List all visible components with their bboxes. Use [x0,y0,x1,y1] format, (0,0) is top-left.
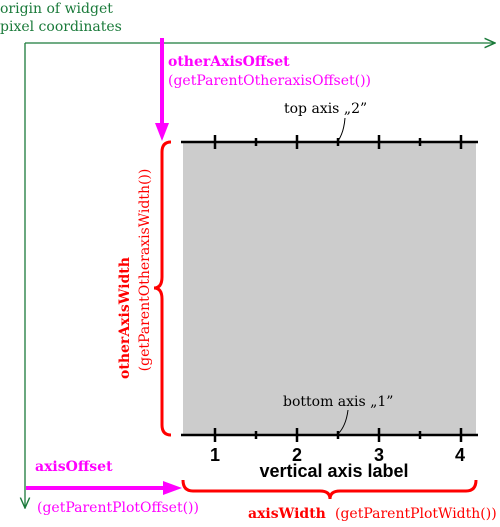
other-axis-width-brace [153,140,172,437]
bottom-axis-label-leader [337,409,349,435]
bottom-axis-tick-1: 1 [210,445,220,465]
bottom-axis-tick-3: 3 [374,445,384,465]
top-axis-label: top axis „2” [284,101,367,117]
other-axis-offset-function: (getParentOtheraxisOffset()) [168,73,371,89]
bottom-axis-label: bottom axis „1” [283,394,393,410]
plot-area [183,142,476,435]
top-axis [181,135,478,149]
origin-label-line1: origin of widget [0,1,113,17]
other-axis-width-title: otherAxisWidth [117,257,133,379]
bottom-axis-tick-4: 4 [455,445,465,465]
other-axis-offset-arrowhead [155,123,169,141]
axis-width-title: axisWidth [248,506,326,522]
top-axis-label-leader [337,117,346,142]
origin-label-line2: pixel coordinates [0,19,122,35]
bottom-axis [181,428,478,442]
axis-offset-arrowhead [163,481,182,495]
other-axis-offset-title: otherAxisOffset [168,54,290,70]
axis-offset-function: (getParentPlotOffset()) [37,500,199,516]
bottom-axis-title: vertical axis label [259,461,408,481]
axis-width-brace [181,479,478,500]
axis-width-function: (getParentPlotWidth()) [335,506,497,522]
other-axis-width-function: (getParentOtheraxisWidth()) [137,169,153,372]
axis-offset-title: axisOffset [35,459,113,475]
bottom-axis-tick-2: 2 [292,445,302,465]
